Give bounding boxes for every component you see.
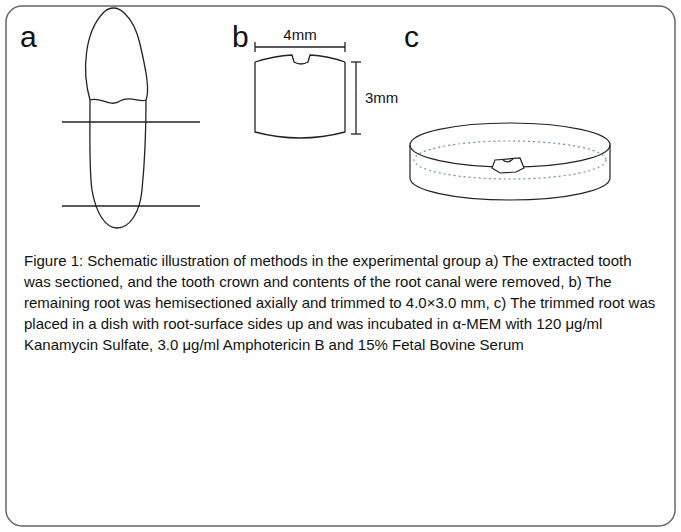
dimension-label: 3mm [365,90,398,106]
panel-letter: a [20,22,37,52]
figure-caption: Figure 1: Schematic illustration of meth… [24,250,656,355]
panel-letter: b [232,22,249,52]
tooth-drawing [62,8,200,228]
dimension-label: 4mm [283,27,316,43]
figure-border [6,6,675,526]
culture-dish-drawing [410,123,610,200]
panel-letter: c [404,22,419,52]
root-piece-drawing [255,42,361,138]
